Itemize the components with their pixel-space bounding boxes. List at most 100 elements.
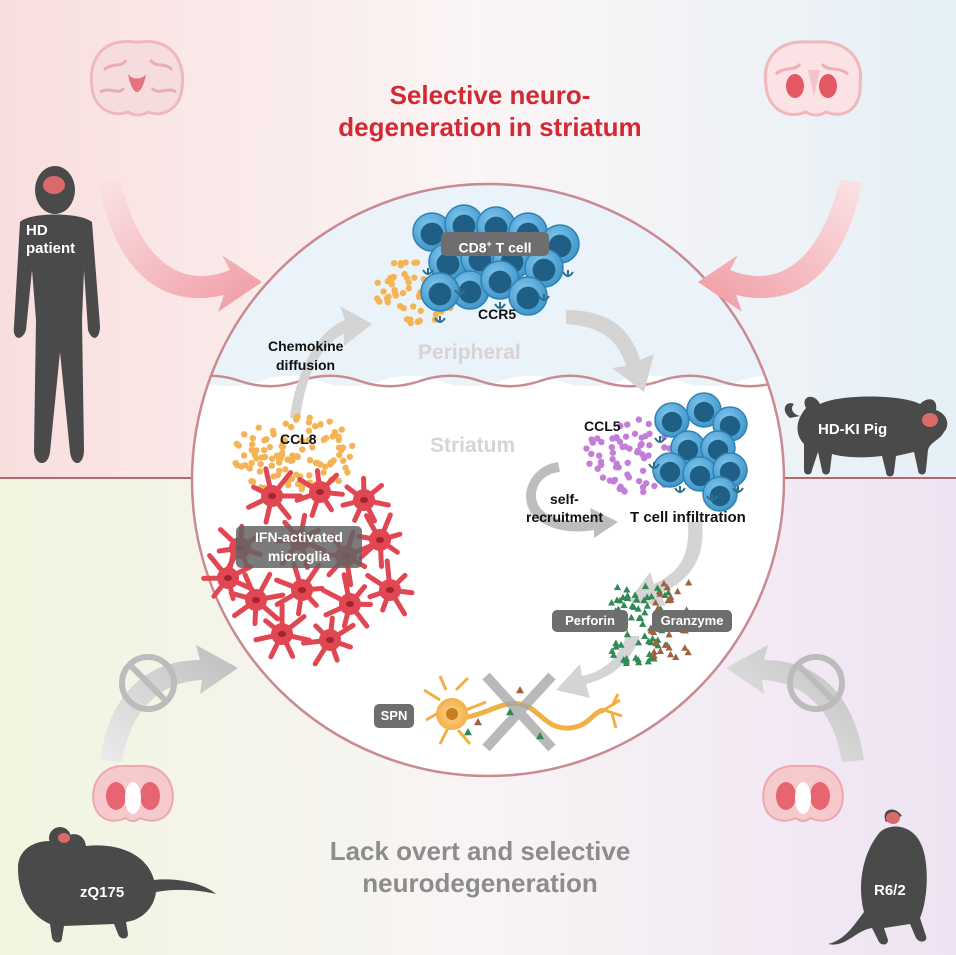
- ccl8-dot: [374, 295, 381, 302]
- ccl5-dot: [609, 455, 616, 463]
- ccl8-dot: [416, 317, 424, 324]
- receptor-icon: [454, 288, 466, 295]
- ccl8-dot: [329, 433, 336, 440]
- perforin-triangle: [607, 598, 616, 606]
- hd-patient-label-line2: patient: [26, 240, 76, 257]
- neuron-triangles: [464, 686, 544, 740]
- ccl5-label: CCL5: [584, 418, 621, 434]
- neuron-attack-triangle: [516, 686, 524, 694]
- arrow-to-striatum: [566, 310, 654, 392]
- ccl8-dot: [257, 460, 264, 468]
- microglia-cell: [253, 603, 312, 660]
- perforin-triangle: [664, 588, 672, 596]
- perforin-triangle: [641, 632, 649, 639]
- microglia-label-line1: IFN-activated: [255, 529, 343, 545]
- ccl8-dot: [274, 471, 282, 479]
- ccl8-dot: [312, 459, 320, 467]
- ccl8-dot: [349, 442, 356, 450]
- ccl8-dot: [321, 463, 329, 470]
- ccl8-dot: [278, 443, 285, 450]
- ccl5-dot: [639, 467, 647, 474]
- ccl8-dot: [299, 446, 306, 453]
- ccl8-dot: [309, 444, 316, 451]
- ccl8-dot: [409, 303, 417, 310]
- tcell-nucleus: [719, 415, 741, 437]
- ccl8-dot: [407, 319, 414, 327]
- ccl8-dot: [320, 436, 327, 444]
- ccl8-dot: [311, 422, 319, 430]
- granzyme-triangle: [674, 587, 682, 595]
- ccl8-dot: [305, 427, 313, 434]
- arrow-to-cytotoxic: [628, 520, 703, 606]
- ccl8-dot: [268, 455, 276, 462]
- receptor-icon: [732, 486, 744, 493]
- perforin-triangle: [641, 608, 649, 616]
- perforin-triangle: [609, 651, 618, 658]
- granzyme-triangle: [654, 604, 662, 612]
- arrow-zq175-blocked: [100, 645, 238, 762]
- ccl8-dot: [260, 446, 268, 454]
- ccl5-dot: [635, 416, 643, 423]
- zq175-ear-icon: [58, 833, 70, 843]
- granzyme-triangle: [656, 590, 664, 597]
- striatal-tcell-cluster: [652, 392, 748, 512]
- granzyme-triangle: [651, 638, 660, 646]
- ccl8-dot: [374, 279, 381, 287]
- ccl8-dot: [405, 285, 413, 292]
- tcell-nucleus: [516, 286, 540, 310]
- ccl8-dot: [399, 289, 407, 297]
- title-bottom: degeneration in striatum: [338, 112, 642, 142]
- granzyme-triangle: [650, 652, 658, 659]
- ccl8-dot: [288, 423, 295, 431]
- self-recruitment-label-line2: recruitment: [526, 509, 604, 525]
- r62-brain-icon: [762, 764, 844, 822]
- arrow-r62-blocked: [726, 645, 864, 762]
- ccl5-dot: [622, 433, 630, 440]
- ccl8-dot: [402, 259, 409, 266]
- self-recruitment-label-line1: self-: [550, 491, 579, 507]
- ccl8-dot: [248, 459, 255, 467]
- granzyme-triangle: [663, 583, 671, 591]
- patient-brain-icon: [43, 176, 65, 194]
- perforin-triangle: [623, 594, 632, 602]
- ccl8-dot: [273, 452, 281, 459]
- granzyme-triangle: [664, 596, 672, 604]
- ccl8-dot: [306, 457, 314, 464]
- perforin-triangle: [655, 587, 664, 595]
- microglia-cell: [355, 512, 403, 569]
- ccl8-dot: [317, 421, 324, 428]
- ccl8-dot: [397, 259, 405, 267]
- granzyme-triangle: [647, 627, 655, 634]
- granzyme-triangle: [666, 650, 675, 658]
- perforin-triangle: [627, 613, 635, 621]
- microglia-label-line2: microglia: [267, 548, 331, 564]
- granzyme-triangle: [681, 644, 689, 651]
- arrow-to-spn: [556, 636, 640, 698]
- ccl5-dot: [583, 445, 590, 452]
- perforin-triangle: [634, 605, 642, 612]
- ccl8-dot: [326, 418, 333, 425]
- receptor-icon: [648, 462, 660, 469]
- tcell-nucleus: [436, 252, 460, 276]
- receptor-icon: [654, 436, 666, 443]
- ccl8-dot: [233, 440, 240, 448]
- granzyme-triangle: [685, 579, 693, 586]
- tcell-nucleus: [689, 465, 711, 487]
- ccl8-striatum-dots: [232, 413, 356, 495]
- ccl8-dot: [238, 463, 245, 470]
- granzyme-triangle: [672, 653, 680, 661]
- ccl5-dot: [639, 451, 646, 458]
- ccl5-dot: [631, 430, 639, 437]
- perforin-triangle: [620, 601, 628, 609]
- perforin-triangle: [632, 596, 641, 603]
- tcell-nucleus: [428, 282, 452, 306]
- ccl8-dot: [417, 307, 424, 315]
- perforin-triangle: [643, 602, 651, 609]
- receptor-icon: [434, 316, 446, 323]
- perforin-triangle: [623, 586, 631, 593]
- ccl5-dot: [640, 488, 647, 496]
- r62-ear-icon: [886, 812, 900, 824]
- ccl8-dot: [258, 454, 265, 461]
- ccl8-dot: [246, 465, 253, 472]
- chemokine-label-line1: Chemokine: [268, 338, 344, 354]
